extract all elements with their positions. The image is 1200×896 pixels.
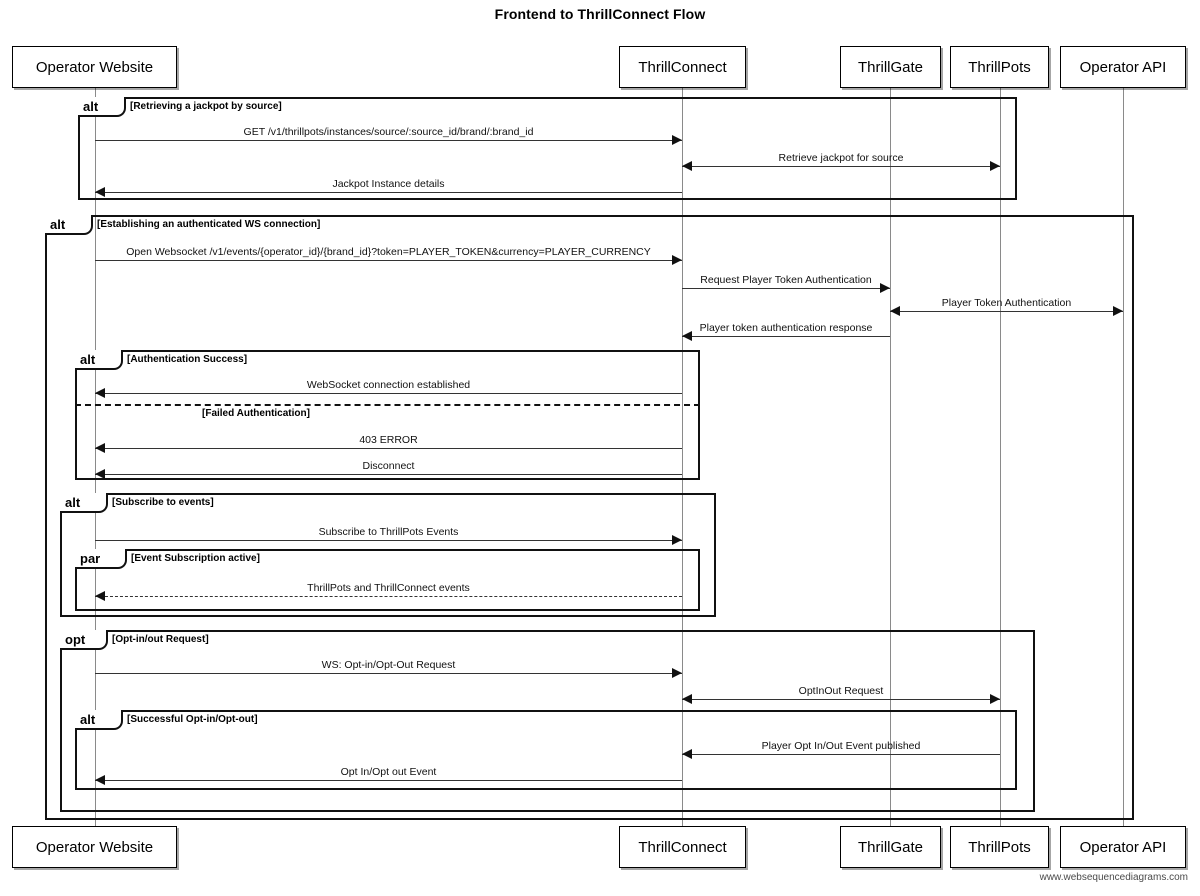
frame-tab-alt-ws: alt: [45, 215, 93, 235]
participant-footer-operator-api[interactable]: Operator API: [1060, 826, 1186, 868]
lifeline-thrillconnect: [682, 88, 683, 826]
frame-tab-alt-subscribe: alt: [60, 493, 108, 513]
frame-kind-opt-optin: opt: [65, 631, 86, 647]
message-label-m10: Disconnect: [362, 460, 415, 472]
frame-tab-alt-optin-ok: alt: [75, 710, 123, 730]
message-line-m15: [682, 754, 1000, 755]
arrowhead-left-m3: [95, 187, 105, 197]
message-line-m7: [682, 336, 890, 337]
participant-header-operator-api[interactable]: Operator API: [1060, 46, 1186, 88]
participant-header-thrillconnect[interactable]: ThrillConnect: [619, 46, 746, 88]
message-label-m8: WebSocket connection established: [306, 379, 471, 391]
frame-tab-opt-optin: opt: [60, 630, 108, 650]
frame-label-alt-auth: [Authentication Success]: [127, 354, 248, 365]
message-line-m8: [95, 393, 682, 394]
participant-header-operator-website[interactable]: Operator Website: [12, 46, 177, 88]
participant-footer-thrillgate[interactable]: ThrillGate: [840, 826, 941, 868]
frame-par-events: [75, 549, 700, 611]
frame-kind-alt-auth: alt: [80, 351, 96, 367]
message-label-m2: Retrieve jackpot for source: [778, 152, 904, 164]
message-label-m13: WS: Opt-in/Opt-Out Request: [321, 659, 456, 671]
participant-footer-operator-website[interactable]: Operator Website: [12, 826, 177, 868]
frame-kind-par-events: par: [80, 550, 101, 566]
frame-label-alt-ws: [Establishing an authenticated WS connec…: [97, 219, 321, 230]
lifeline-thrillpots: [1000, 88, 1001, 826]
message-label-m11: Subscribe to ThrillPots Events: [318, 526, 459, 538]
arrowhead-right-m11: [672, 535, 682, 545]
message-label-m1: GET /v1/thrillpots/instances/source/:sou…: [243, 126, 534, 138]
frame-label-alt-optin-ok: [Successful Opt-in/Opt-out]: [127, 714, 258, 725]
frame-tab-par-events: par: [75, 549, 127, 569]
message-label-m3: Jackpot Instance details: [332, 178, 445, 190]
frame-kind-alt-subscribe: alt: [65, 494, 81, 510]
frame-alt-ws: [45, 215, 1134, 820]
participant-header-thrillpots[interactable]: ThrillPots: [950, 46, 1049, 88]
frame-tab-alt-auth: alt: [75, 350, 123, 370]
frame-label-alt-subscribe: [Subscribe to events]: [112, 497, 214, 508]
frame-divider-alt-auth: [75, 404, 700, 406]
frame-label-alt-jackpot: [Retrieving a jackpot by source]: [130, 101, 282, 112]
arrowhead-right-m6: [1113, 306, 1123, 316]
frame-kind-alt-ws: alt: [50, 216, 66, 232]
message-line-m9: [95, 448, 682, 449]
arrowhead-left-m6: [890, 306, 900, 316]
message-line-m2: [682, 166, 1000, 167]
arrowhead-right-m2: [990, 161, 1000, 171]
arrowhead-right-m4: [672, 255, 682, 265]
frame-divider-label-alt-auth: [Failed Authentication]: [202, 408, 310, 419]
arrowhead-left-m10: [95, 469, 105, 479]
message-label-m16: Opt In/Opt out Event: [340, 766, 437, 778]
participant-footer-thrillconnect[interactable]: ThrillConnect: [619, 826, 746, 868]
participant-header-thrillgate[interactable]: ThrillGate: [840, 46, 941, 88]
message-label-m5: Request Player Token Authentication: [700, 274, 872, 286]
message-label-m9: 403 ERROR: [359, 434, 418, 446]
arrowhead-left-m15: [682, 749, 692, 759]
arrowhead-right-m1: [672, 135, 682, 145]
message-line-m14: [682, 699, 1000, 700]
frame-kind-alt-jackpot: alt: [83, 98, 99, 114]
arrowhead-left-m12: [95, 591, 105, 601]
arrowhead-left-m2: [682, 161, 692, 171]
lifeline-operator-api: [1123, 88, 1124, 826]
arrowhead-left-m16: [95, 775, 105, 785]
lifeline-thrillgate: [890, 88, 891, 826]
page-title: Frontend to ThrillConnect Flow: [494, 6, 706, 22]
message-line-m11: [95, 540, 682, 541]
message-line-m10: [95, 474, 682, 475]
arrowhead-left-m7: [682, 331, 692, 341]
arrowhead-left-m9: [95, 443, 105, 453]
message-line-m4: [95, 260, 682, 261]
watermark-label: www.websequencediagrams.com: [1039, 872, 1188, 883]
message-line-m12: [95, 596, 682, 597]
frame-alt-jackpot: [78, 97, 1017, 200]
message-label-m12: ThrillPots and ThrillConnect events: [307, 582, 470, 594]
message-line-m5: [682, 288, 890, 289]
message-line-m3: [95, 192, 682, 193]
message-line-m16: [95, 780, 682, 781]
frame-opt-optin: [60, 630, 1035, 812]
frame-alt-auth: [75, 350, 700, 480]
message-line-m13: [95, 673, 682, 674]
arrowhead-left-m14: [682, 694, 692, 704]
frame-label-par-events: [Event Subscription active]: [131, 553, 260, 564]
frame-label-opt-optin: [Opt-in/out Request]: [112, 634, 209, 645]
frame-alt-subscribe: [60, 493, 716, 617]
message-line-m1: [95, 140, 682, 141]
arrowhead-left-m8: [95, 388, 105, 398]
message-line-m6: [890, 311, 1123, 312]
arrowhead-right-m5: [880, 283, 890, 293]
message-label-m14: OptInOut Request: [798, 685, 884, 697]
message-label-m7: Player token authentication response: [699, 322, 873, 334]
message-label-m15: Player Opt In/Out Event published: [761, 740, 921, 752]
arrowhead-right-m13: [672, 668, 682, 678]
frame-kind-alt-optin-ok: alt: [80, 711, 96, 727]
frame-tab-alt-jackpot: alt: [78, 97, 126, 117]
participant-footer-thrillpots[interactable]: ThrillPots: [950, 826, 1049, 868]
frame-alt-optin-ok: [75, 710, 1017, 790]
arrowhead-right-m14: [990, 694, 1000, 704]
lifeline-operator-website: [95, 88, 96, 826]
message-label-m6: Player Token Authentication: [941, 297, 1072, 309]
message-label-m4: Open Websocket /v1/events/{operator_id}/…: [126, 246, 651, 258]
